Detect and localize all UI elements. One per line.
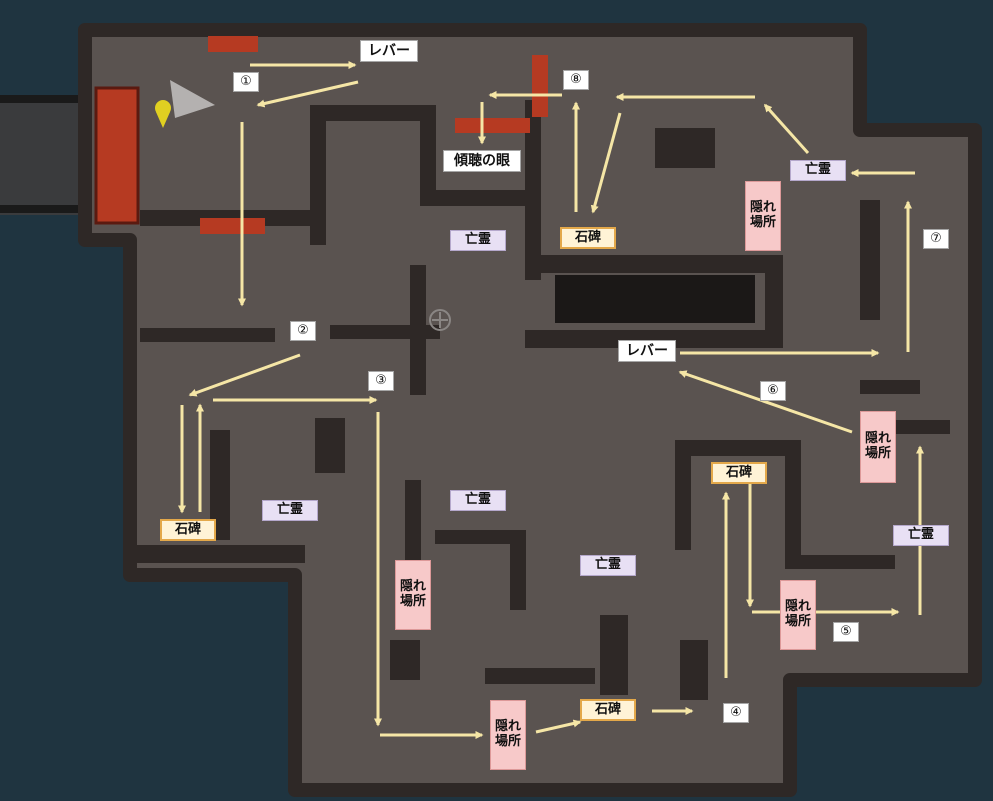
door-north-horizontal [455,118,530,133]
step-3-label: ③ [368,371,394,391]
route-arrow-2 [256,80,359,108]
entrance-corridor-edge-top [0,95,100,103]
hiding-spot-east-label: 隠れ 場所 [860,411,896,483]
stone-east-label: 石碑 [711,462,767,484]
step-2-label: ② [290,321,316,341]
stone-top-label: 石碑 [560,227,616,249]
route-arrow-22 [590,112,622,214]
entrance-corridor-edge-bottom [0,205,100,213]
listening-eye-label: 傾聴の眼 [443,150,521,172]
red-doors [94,36,548,234]
ghost-south-label: 亡霊 [580,555,636,576]
step-6-label: ⑥ [760,381,786,401]
interior-walls [130,100,950,700]
route-arrows [178,61,924,739]
door-lower-west [200,218,265,234]
route-arrow-10 [535,719,582,734]
hiding-spot-ne-label: 隠れ 場所 [745,181,781,251]
step-4-label: ④ [723,703,749,723]
stone-south-label: 石碑 [580,699,636,721]
crosshair-icon [429,309,451,331]
step-7-label: ⑦ [923,229,949,249]
ghost-center-label: 亡霊 [450,490,506,511]
location-pin-icon [155,80,215,128]
step-1-label: ① [233,72,259,92]
west-gate [94,86,140,225]
route-arrow-4 [188,353,301,397]
door-north-vertical [532,55,548,117]
route-arrow-20 [763,103,810,155]
ghost-ne-label: 亡霊 [790,160,846,181]
lever-mid-label: レバー [618,340,676,362]
ghost-west-label: 亡霊 [262,500,318,521]
route-arrow-16 [678,370,853,434]
ghost-center-top-label: 亡霊 [450,230,506,251]
hiding-spot-center-label: 隠れ 場所 [395,560,431,630]
hiding-spot-se-label: 隠れ 場所 [780,580,816,650]
step-8-label: ⑧ [563,70,589,90]
door-top-west [208,36,258,52]
hiding-spot-south-label: 隠れ 場所 [490,700,526,770]
ghost-east-label: 亡霊 [893,525,949,546]
step-5-label: ⑤ [833,622,859,642]
lever-top-label: レバー [360,40,418,62]
stone-west-label: 石碑 [160,519,216,541]
